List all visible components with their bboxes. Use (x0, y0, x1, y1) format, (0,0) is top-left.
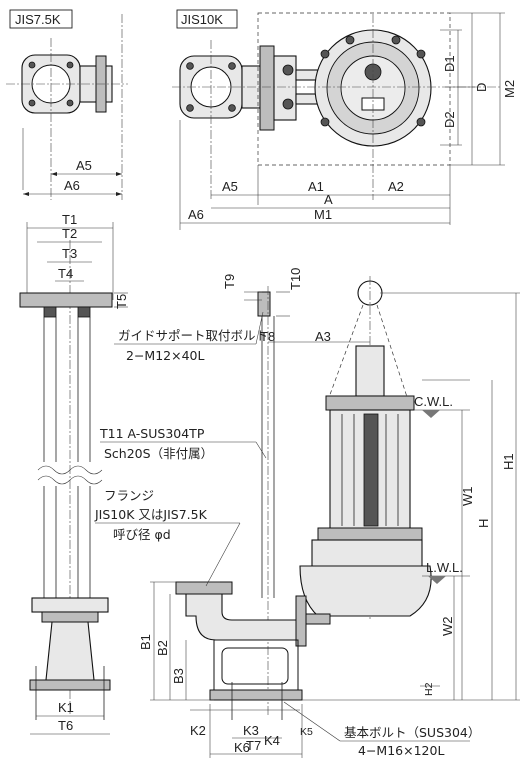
note-flange-3: 呼び径 φd (113, 527, 171, 542)
water-level-lwl: L.W.L. (426, 560, 463, 575)
note-guide-support-1: ガイドサポート取付ボルト (118, 328, 268, 343)
note-flange-1: フランジ (104, 488, 154, 503)
dim-a3: A3 (315, 329, 331, 344)
guide-pipe-front-view: T1 T2 T3 T4 T5 K1 T6 (19, 212, 129, 735)
dim-b3: B3 (171, 668, 186, 684)
note-pipe-1: T11 A-SUS304TP (99, 426, 205, 441)
dim-k4: K4 (264, 733, 280, 748)
callouts: ガイドサポート取付ボルト 2−M12×40L T11 A-SUS304TP Sc… (94, 311, 480, 758)
dim-a6-right: A6 (188, 207, 204, 222)
note-guide-support-2: 2−M12×40L (126, 348, 204, 363)
dim-w2: W2 (440, 617, 455, 637)
dim-a6-left: A6 (64, 178, 80, 193)
dim-t7: T7 (246, 738, 261, 753)
dim-k5: K5 (300, 726, 313, 738)
note-base-bolt-1: 基本ボルト（SUS304） (344, 725, 480, 740)
dim-a5-left: A5 (76, 158, 92, 173)
jis10-plan-view: JIS10K D1 D2 (172, 9, 517, 230)
note-flange-2: JIS10K 又はJIS7.5K (94, 507, 208, 522)
pump-side-view: T9 T10 T8 A3 (138, 268, 520, 758)
dim-d1: D1 (442, 55, 457, 72)
jis75-label: JIS7.5K (15, 12, 61, 27)
dim-a: A (324, 192, 333, 207)
dim-a1: A1 (308, 179, 324, 194)
dim-b1: B1 (138, 634, 153, 650)
dim-a2: A2 (388, 179, 404, 194)
dim-h1: H1 (501, 453, 516, 470)
dim-k3: K3 (243, 723, 259, 738)
dim-t4: T4 (58, 266, 73, 281)
dim-k2: K2 (190, 723, 206, 738)
water-level-cwl: C.W.L. (414, 394, 453, 409)
dim-t5: T5 (114, 294, 129, 309)
dim-w1: W1 (460, 487, 475, 507)
dim-b2: B2 (155, 640, 170, 656)
dim-m1: M1 (314, 207, 332, 222)
dim-t2: T2 (62, 226, 77, 241)
dim-d: D (474, 83, 489, 92)
dim-a5-right: A5 (222, 179, 238, 194)
dim-t8: T8 (260, 329, 275, 344)
note-pipe-2: Sch20S（非付属） (104, 446, 213, 461)
dim-h: H (476, 519, 491, 528)
jis10-label: JIS10K (181, 12, 223, 27)
dim-k6: K6 (234, 740, 250, 755)
dim-m2: M2 (502, 80, 517, 98)
dim-k1: K1 (58, 700, 74, 715)
note-base-bolt-2: 4−M16×120L (358, 743, 444, 758)
dim-t1: T1 (62, 212, 77, 227)
jis75-plan-view: JIS7.5K A5 A6 (6, 9, 128, 200)
dim-h2: H2 (423, 682, 435, 696)
dim-d2: D2 (442, 111, 457, 128)
dim-t3: T3 (62, 246, 77, 261)
dim-t10: T10 (288, 268, 303, 290)
dim-t9: T9 (222, 274, 237, 289)
dim-t6: T6 (58, 718, 73, 733)
